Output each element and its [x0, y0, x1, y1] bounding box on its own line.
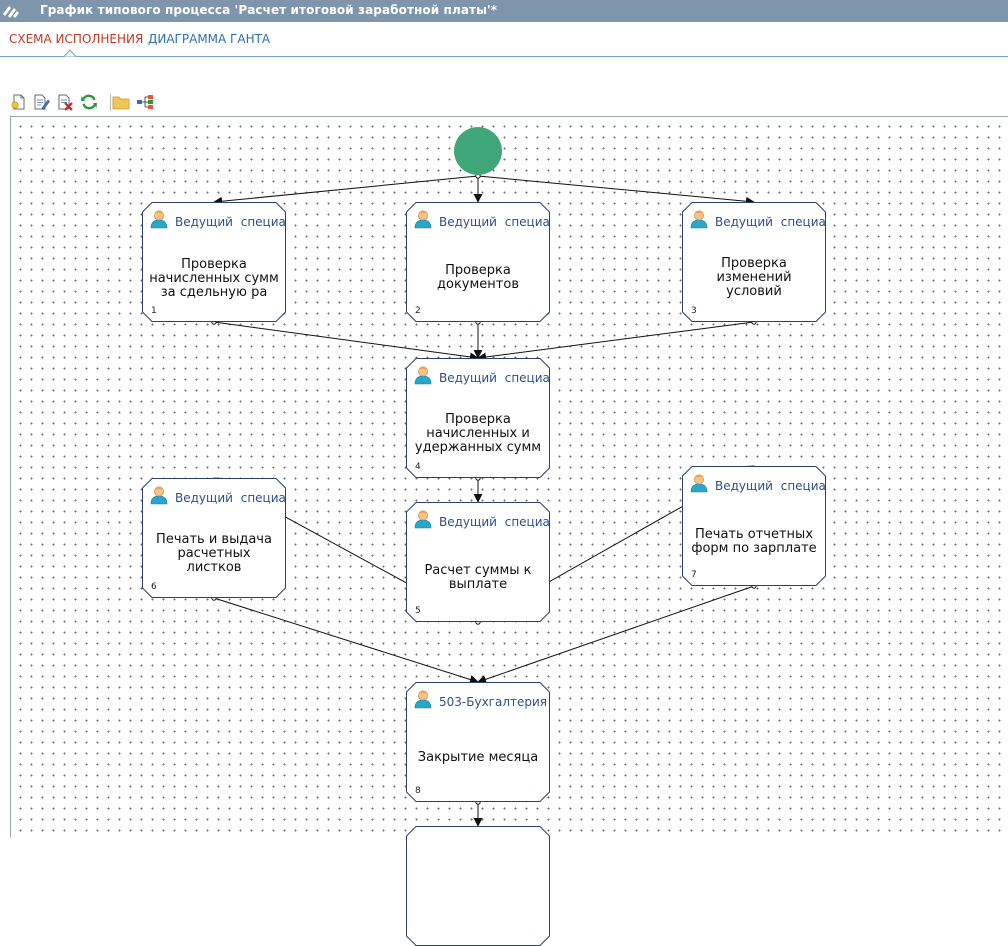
node-title: Расчет суммы к выплате	[424, 563, 532, 592]
user-icon	[150, 210, 168, 229]
user-icon	[414, 690, 432, 709]
tab-execution-scheme[interactable]: СХЕМА ИСПОЛНЕНИЯ	[9, 32, 144, 46]
process-node-3[interactable]: Ведущий специа Проверка изменений услови…	[682, 202, 826, 322]
user-icon	[414, 366, 432, 385]
node-role: Ведущий специа	[715, 215, 826, 229]
refresh-icon[interactable]	[80, 93, 98, 111]
start-node[interactable]	[454, 127, 502, 175]
node-role: Ведущий специа	[175, 491, 286, 505]
tab-bar: СХЕМА ИСПОЛНЕНИЯ ДИАГРАММА ГАНТА	[0, 22, 1008, 58]
folder-icon[interactable]	[112, 93, 130, 111]
node-frame	[406, 202, 550, 322]
process-node-8[interactable]: 503-Бухгалтерия Закрытие месяца 8	[406, 682, 550, 802]
node-number: 4	[415, 462, 421, 472]
process-node-5[interactable]: Ведущий специа Расчет суммы к выплате 5	[406, 502, 550, 622]
node-frame	[406, 826, 550, 946]
window-titlebar: График типового процесса 'Расчет итогово…	[0, 0, 1008, 22]
node-title: Печать отчетных форм по зарплате	[691, 527, 817, 556]
node-frame	[406, 682, 550, 802]
tab-gantt-diagram[interactable]: ДИАГРАММА ГАНТА	[148, 32, 271, 46]
node-frame	[406, 358, 550, 478]
user-icon	[690, 210, 708, 229]
node-role: Ведущий специа	[175, 215, 286, 229]
user-icon	[150, 486, 168, 505]
node-role: Ведущий специа	[439, 371, 550, 385]
user-icon	[414, 510, 432, 529]
process-node-9-partial[interactable]	[406, 826, 550, 946]
user-icon	[690, 474, 708, 493]
process-node-4[interactable]: Ведущий специа Проверка начисленных и уд…	[406, 358, 550, 478]
process-node-7[interactable]: Ведущий специа Печать отчетных форм по з…	[682, 466, 826, 586]
tab-underline	[0, 56, 1008, 57]
node-number: 2	[415, 306, 421, 316]
node-role: Ведущий специа	[715, 479, 826, 493]
process-node-1[interactable]: Ведущий специа Проверка начисленных сумм…	[142, 202, 286, 322]
node-role: Ведущий специа	[439, 215, 550, 229]
user-icon	[414, 210, 432, 229]
delete-document-icon[interactable]	[56, 93, 74, 111]
node-frame	[406, 502, 550, 622]
node-role: 503-Бухгалтерия	[439, 695, 548, 709]
toolbar	[10, 93, 210, 113]
node-frame	[142, 478, 286, 598]
node-title: Проверка начисленных сумм за сдельную ра	[149, 257, 279, 300]
node-title: Проверка начисленных и удержанных сумм	[414, 412, 542, 455]
node-number: 8	[415, 786, 421, 796]
node-frame	[682, 202, 826, 322]
node-number: 7	[691, 570, 697, 580]
window-title: График типового процесса 'Расчет итогово…	[40, 3, 498, 17]
tree-icon[interactable]	[136, 93, 154, 111]
process-node-2[interactable]: Ведущий специа Проверка документов 2	[406, 202, 550, 322]
toolbar-separator	[110, 94, 111, 111]
node-role: Ведущий специа	[439, 515, 550, 529]
node-number: 6	[151, 582, 157, 592]
node-frame	[142, 202, 286, 322]
node-frame	[682, 466, 826, 586]
node-title: Проверка документов	[437, 263, 519, 292]
node-number: 1	[151, 306, 157, 316]
edit-document-icon[interactable]	[32, 93, 50, 111]
node-title: Печать и выдача расчетных листков	[156, 532, 272, 575]
node-number: 3	[691, 306, 697, 316]
new-document-icon[interactable]	[10, 93, 28, 111]
process-node-6[interactable]: Ведущий специа Печать и выдача расчетных…	[142, 478, 286, 598]
app-logo-icon	[3, 6, 19, 18]
active-tab-indicator	[64, 49, 76, 57]
node-number: 5	[415, 606, 421, 616]
node-title: Проверка изменений условий	[716, 256, 792, 299]
node-title: Закрытие месяца	[417, 750, 539, 765]
